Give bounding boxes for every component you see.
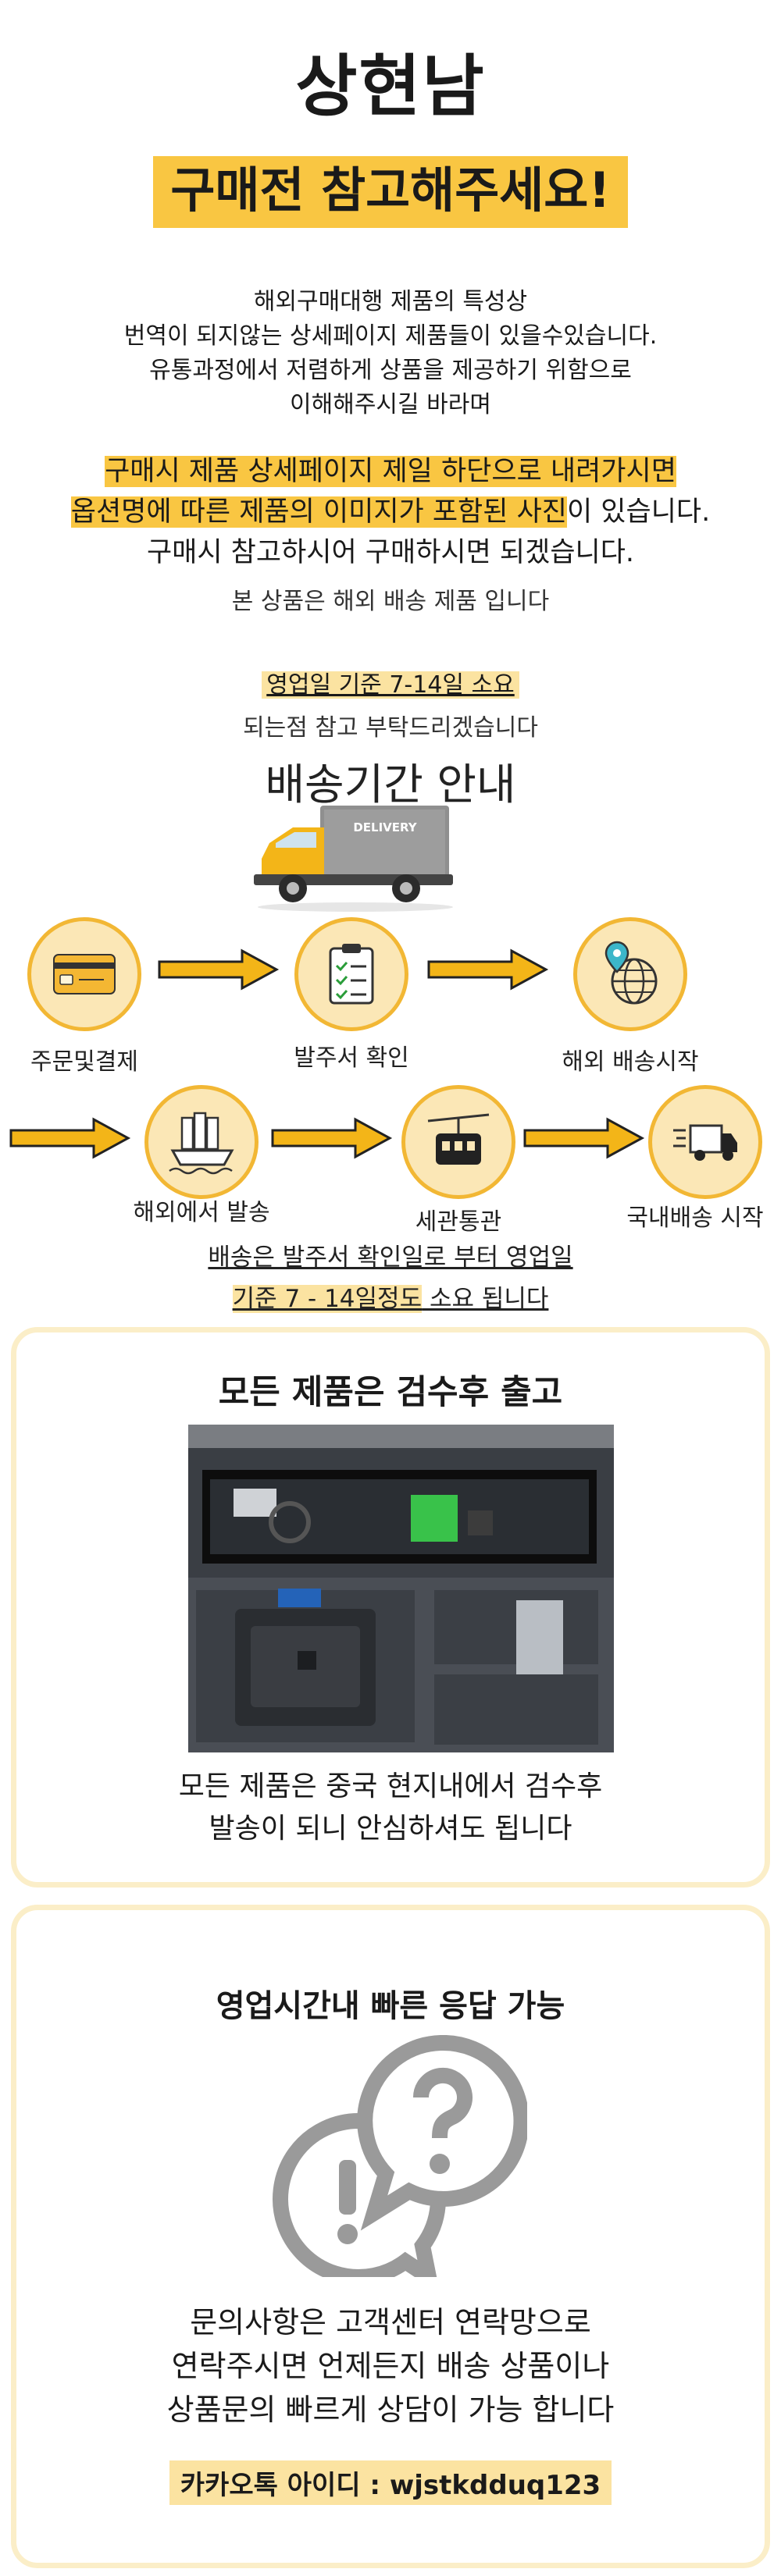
step-label-overseas-start: 해외 배송시작 <box>562 1048 699 1076</box>
highlight-line-2: 옵션명에 따른 제품의 이미지가 포함된 사진 <box>70 496 567 528</box>
delivery-truck-icon <box>673 1124 737 1161</box>
step-circle-domestic <box>648 1085 762 1199</box>
delivery-note-line-1: 배송은 발주서 확인일로 부터 영업일 <box>208 1244 573 1272</box>
inspection-card: 모든 제품은 검수후 출고 모든 제품은 중국 현지내에서 검수후 발송이 되니… <box>11 1327 770 1888</box>
notice-line: 이해해주시길 바라며 <box>290 391 491 418</box>
delivery-note-rest: 소요 됩니다 <box>422 1285 549 1313</box>
customs-gondola-icon <box>427 1113 490 1165</box>
step-label-customs: 세관통관 <box>415 1208 502 1236</box>
step-arrow <box>427 948 549 991</box>
step-circle-po <box>294 917 408 1031</box>
kakao-id: 카카오톡 아이디 : wjstkdduq123 <box>169 2460 612 2505</box>
highlight-line-3: 구매시 참고하시어 구매하시면 되겠습니다. <box>146 537 635 568</box>
product-case-photo <box>188 1425 614 1752</box>
credit-card-icon <box>53 954 116 994</box>
highlight-line-1: 구매시 제품 상세페이지 제일 하단으로 내려가시면 <box>105 456 676 487</box>
truck-label: DELIVERY <box>353 820 417 834</box>
globe-location-icon <box>604 941 658 1005</box>
clipboard-checklist-icon <box>329 944 374 1005</box>
notice-line: 유통과정에서 저렴하게 상품을 제공하기 위함으로 <box>149 357 632 384</box>
notice-banner-wrap: 구매전 참고해주세요! <box>0 156 781 229</box>
step-label-po: 발주서 확인 <box>294 1044 409 1072</box>
step-circle-customs <box>401 1085 515 1199</box>
notice-banner: 구매전 참고해주세요! <box>153 156 628 229</box>
delivery-truck-illustration: DELIVERY <box>254 806 453 912</box>
step-circle-overseas-start <box>573 917 687 1031</box>
overseas-shipping-note: 본 상품은 해외 배송 제품 입니다 <box>231 588 550 615</box>
step-label-overseas-dispatch: 해외에서 발송 <box>133 1199 270 1226</box>
notice-line: 번역이 되지않는 상세페이지 제품들이 있을수있습니다. <box>123 322 658 350</box>
step-arrow <box>271 1117 393 1159</box>
inspection-text-line: 모든 제품은 중국 현지내에서 검수후 <box>178 1770 603 1802</box>
step-label-domestic: 국내배송 시작 <box>626 1204 764 1232</box>
shipping-period-title: 배송기간 안내 <box>265 760 516 809</box>
support-card: 영업시간내 빠른 응답 가능 문의사항은 고객센터 연락망으로 연락주시면 언제… <box>11 1905 770 2568</box>
cargo-ship-icon <box>169 1112 234 1175</box>
delivery-note-highlight: 기준 7 - 14일정도 <box>232 1285 423 1313</box>
inspection-card-title: 모든 제품은 검수후 출고 <box>218 1373 563 1412</box>
step-circle-overseas-dispatch <box>144 1085 259 1199</box>
support-text-line: 문의사항은 고객센터 연락망으로 <box>190 2305 591 2339</box>
notice-line: 해외구매대행 제품의 특성상 <box>253 288 528 315</box>
support-text-line: 연락주시면 언제든지 배송 상품이나 <box>171 2349 610 2383</box>
inspection-text-line: 발송이 되니 안심하셔도 됩니다 <box>209 1813 572 1845</box>
kakao-row: 카카오톡 아이디 : wjstkdduq123 <box>16 2460 765 2505</box>
support-card-title: 영업시간내 빠른 응답 가능 <box>216 1988 565 2024</box>
inspection-card-text: 모든 제품은 중국 현지내에서 검수후 발송이 되니 안심하셔도 됩니다 <box>16 1766 765 1850</box>
highlight-line-2-rest: 이 있습니다. <box>566 496 711 528</box>
business-days-text: 영업일 기준 7-14일 소요 <box>262 671 519 699</box>
step-arrow <box>523 1117 645 1159</box>
question-exclamation-bubbles-icon <box>273 2035 527 2277</box>
delivery-note-line-2: 기준 7 - 14일정도 소요 됩니다 <box>0 1279 781 1314</box>
notice-text: 해외구매대행 제품의 특성상 번역이 되지않는 상세페이지 제품들이 있을수있습… <box>0 285 781 422</box>
option-image-notice: 구매시 제품 상세페이지 제일 하단으로 내려가시면 옵션명에 따른 제품의 이… <box>0 451 781 573</box>
step-circle-order <box>27 917 141 1031</box>
brand-title: 상현남 <box>295 48 486 126</box>
step-label-order: 주문및결제 <box>30 1048 138 1076</box>
support-card-text: 문의사항은 고객센터 연락망으로 연락주시면 언제든지 배송 상품이나 상품문의… <box>16 2300 765 2432</box>
support-text-line: 상품문의 빠르게 상담이 가능 합니다 <box>166 2393 615 2427</box>
step-arrow <box>9 1117 131 1159</box>
business-days-note: 영업일 기준 7-14일 소요 <box>0 665 781 699</box>
step-arrow <box>158 948 280 991</box>
please-note: 되는점 참고 부탁드리겠습니다 <box>243 714 538 742</box>
